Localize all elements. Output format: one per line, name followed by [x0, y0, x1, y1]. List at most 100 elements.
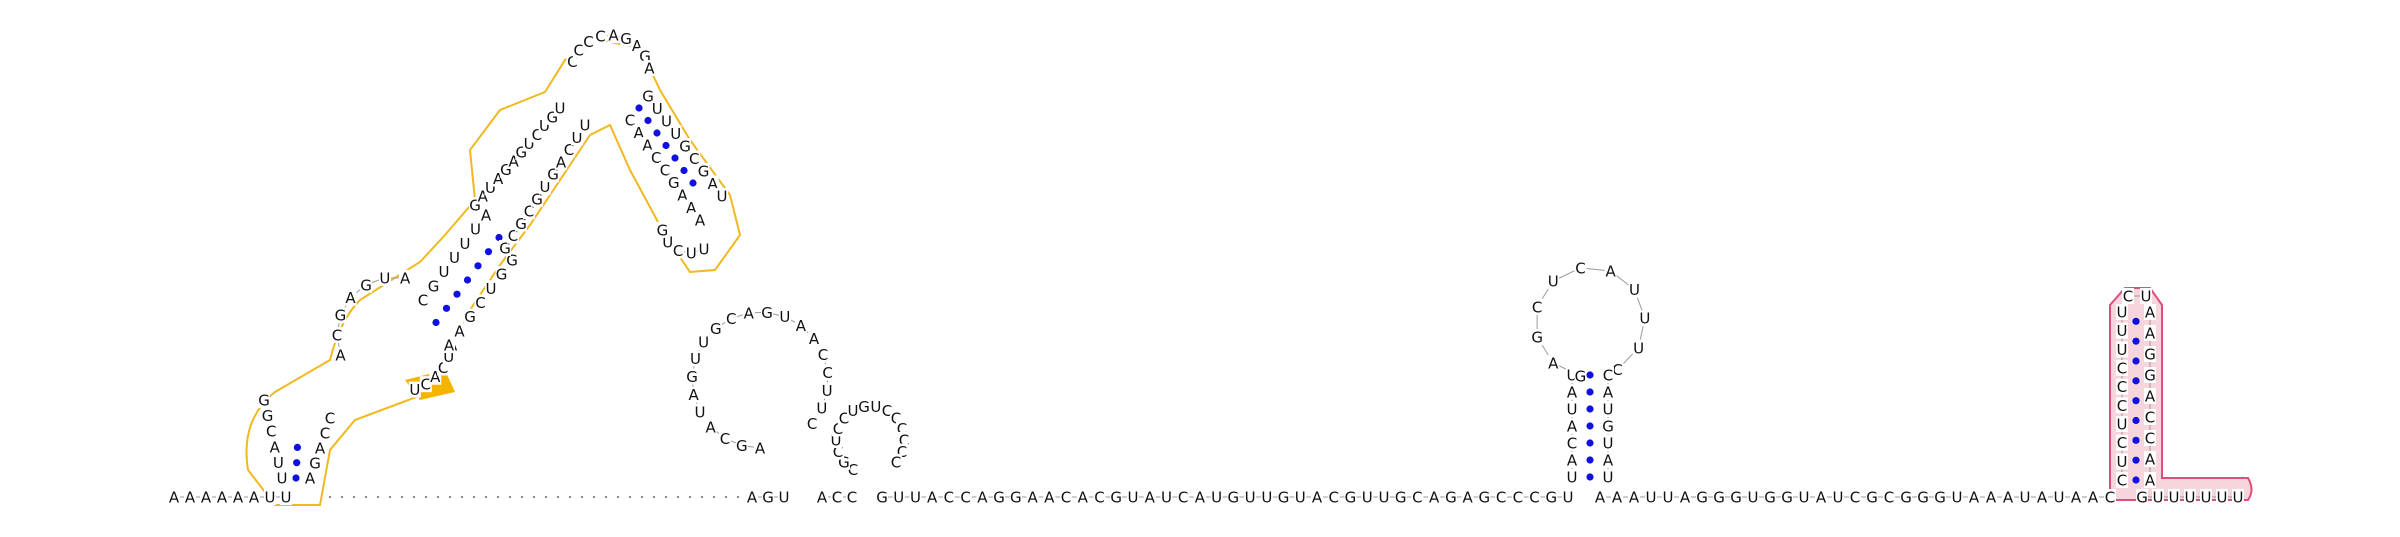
nucleotide: C	[2117, 472, 2127, 490]
nucleotide: C	[564, 141, 574, 159]
nucleotide-bg	[1764, 489, 1776, 505]
nucleotide: U	[2117, 416, 2128, 434]
nucleotide: A	[1145, 489, 1156, 507]
nucleotide-bg	[1662, 489, 1674, 505]
nucleotide: U	[698, 333, 709, 351]
nucleotide: G	[1110, 489, 1122, 507]
nucleotide: U	[1748, 489, 1759, 507]
nucleotide-bg	[1747, 489, 1759, 505]
nucleotide: C	[1061, 489, 1071, 507]
nucleotide: U	[1567, 469, 1578, 487]
nucleotide-bg	[438, 263, 450, 280]
nucleotide: A	[1548, 354, 1559, 372]
nucleotide-bg	[495, 266, 508, 283]
nucleotide-bg	[1531, 298, 1544, 315]
nucleotide-bg	[2200, 489, 2212, 505]
nucleotide: A	[1462, 489, 1473, 507]
nucleotide-bg	[837, 410, 850, 427]
nucleotide-bg	[1511, 489, 1524, 505]
nucleotide: A	[809, 330, 820, 348]
nucleotide-bg	[1917, 489, 1929, 505]
base-pair-dot	[1586, 473, 1594, 481]
nucleotide: A	[686, 199, 697, 217]
nucleotide-bg	[846, 489, 858, 505]
nucleotide: C	[720, 430, 730, 448]
nucleotide-bg	[2144, 367, 2156, 383]
nucleotide-bg	[976, 489, 989, 505]
nucleotide: C	[438, 359, 448, 377]
nucleotide: C	[839, 410, 849, 428]
nucleotide-bg	[706, 175, 719, 192]
nucleotide-bg	[993, 489, 1006, 505]
nucleotide: A	[1603, 452, 1614, 470]
nucleotide: U	[443, 348, 454, 366]
nucleotide: C	[332, 327, 342, 345]
nucleotide: U	[1563, 489, 1574, 507]
nucleotide: U	[2233, 489, 2244, 507]
gap-dot	[449, 496, 451, 498]
nucleotide-bg	[794, 317, 807, 334]
nucleotide-bg	[2216, 489, 2228, 505]
nucleotide-bg	[806, 415, 819, 432]
base-pair-dot	[653, 129, 661, 137]
base-pair-dot	[292, 474, 300, 482]
nucleotide: G	[515, 215, 527, 233]
nucleotide-bg	[248, 489, 260, 505]
nucleotide: G	[993, 489, 1005, 507]
base-pair-dot	[484, 248, 493, 256]
nucleotide-bg	[1193, 489, 1206, 505]
nucleotide: A	[454, 322, 465, 340]
nucleotide: U	[409, 381, 420, 399]
nucleotide-bg	[1210, 489, 1223, 505]
nucleotide-bg	[1832, 489, 1844, 505]
nucleotide: G	[428, 277, 440, 295]
nucleotide: G	[876, 489, 888, 507]
gap-dot	[461, 496, 463, 498]
nucleotide: C	[567, 53, 577, 71]
nucleotide: A	[1605, 263, 1616, 281]
nucleotide-bg	[1110, 489, 1123, 505]
nucleotide: G	[1010, 489, 1022, 507]
nucleotide: U	[1603, 435, 1614, 453]
gap-dot	[521, 496, 523, 498]
nucleotide: C	[2145, 430, 2155, 448]
nucleotide: A	[608, 27, 619, 45]
nucleotide-bg	[1815, 489, 1827, 505]
nucleotide-bg	[1604, 263, 1617, 280]
nucleotide: U	[1646, 489, 1657, 507]
nucleotide-bg	[272, 454, 285, 471]
base-pair-dot	[1586, 439, 1594, 447]
nucleotide: A	[270, 438, 281, 456]
nucleotide-bg	[304, 470, 316, 486]
gap-dot	[569, 496, 571, 498]
nucleotide: A	[556, 153, 567, 171]
nucleotide-bg	[1638, 310, 1651, 327]
nucleotide: G	[1900, 489, 1912, 507]
nucleotide-bg	[1093, 489, 1106, 505]
nucleotide-bg	[1547, 273, 1560, 290]
nucleotide-bg	[1428, 489, 1441, 505]
nucleotide: A	[233, 489, 244, 507]
gap-dot	[581, 496, 583, 498]
nucleotide: G	[761, 304, 773, 322]
nucleotide: C	[660, 162, 670, 180]
nucleotide: C	[944, 489, 954, 507]
nucleotide-bg	[725, 310, 738, 327]
nucleotide-bg	[1327, 489, 1340, 505]
gap-dot	[701, 496, 703, 498]
nucleotide: G	[469, 197, 481, 215]
nucleotide: A	[1567, 452, 1578, 470]
nucleotide-bg	[697, 333, 710, 350]
nucleotide: A	[169, 489, 180, 507]
nucleotide: G	[547, 166, 559, 184]
nucleotide: A	[642, 137, 653, 155]
base-pair-dot	[2132, 436, 2140, 444]
nucleotide-bg	[264, 489, 276, 505]
nucleotide-bg	[642, 88, 654, 104]
nucleotide-bg	[876, 489, 888, 505]
nucleotide-bg	[1574, 368, 1587, 385]
base-pair-dot	[662, 141, 670, 150]
nucleotide: C	[1567, 435, 1577, 453]
